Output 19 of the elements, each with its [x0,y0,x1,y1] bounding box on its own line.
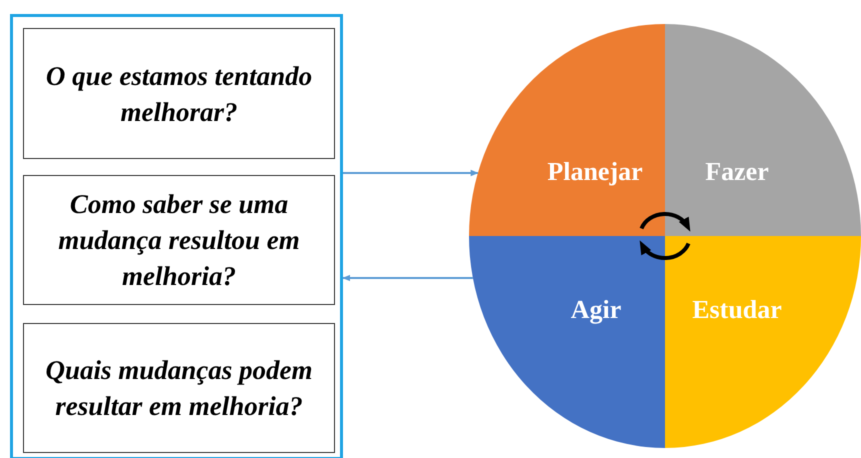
arrow [639,240,690,260]
cycle-quadrant [665,236,861,448]
quadrant-label: Fazer [705,157,769,187]
question-text: Quais mudanças podem resultar em melhoria? [44,354,314,423]
question-box [23,28,335,159]
cycle-quadrant [469,236,665,448]
arrow [343,170,479,176]
quadrant-label: Planejar [547,157,643,187]
cycle-quadrant [469,24,665,236]
question-box [23,175,335,305]
question-box [23,323,335,453]
cycle-quadrant [665,24,861,236]
arrow [640,212,691,232]
question-text: O que estamos tentando melhorar? [44,60,314,128]
question-text: Como saber se uma mudança resultou em melhoria? [57,188,301,293]
question-panel [10,14,343,458]
arrow [342,274,473,282]
quadrant-label: Estudar [692,295,782,325]
quadrant-label: Agir [570,295,622,325]
